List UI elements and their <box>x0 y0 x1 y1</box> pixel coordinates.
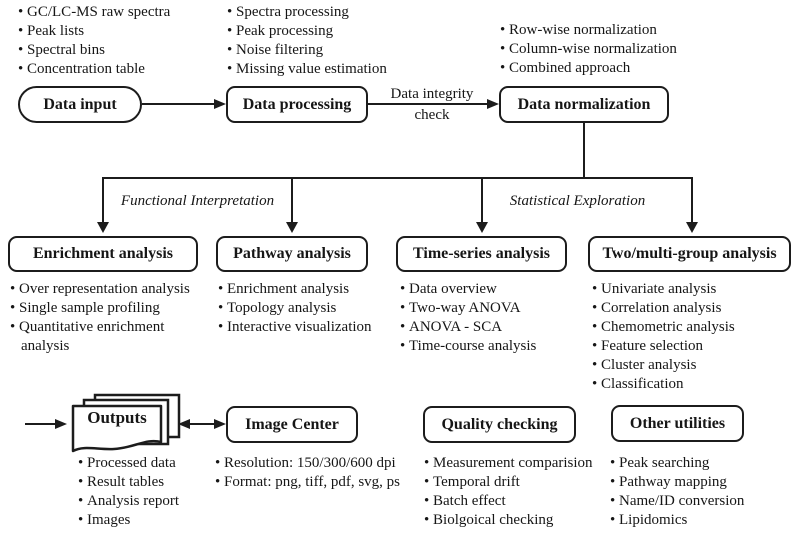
data-normalization-feature-list: Row-wise normalization Column-wise norma… <box>500 21 715 78</box>
node-label: Data input <box>43 95 117 113</box>
arrowhead-left-icon <box>178 419 190 429</box>
list-item: Analysis report <box>78 492 228 511</box>
connector-to-multigroup <box>691 177 693 223</box>
time-series-analysis-list: Data overview Two-way ANOVA ANOVA - SCA … <box>400 280 585 356</box>
list-item: Data overview <box>400 280 585 299</box>
list-item: Classification <box>592 375 792 394</box>
list-item: Pathway mapping <box>610 473 790 492</box>
list-item: Measurement comparision <box>424 454 624 473</box>
node-label: Time-series analysis <box>412 245 551 262</box>
list-item: ANOVA - SCA <box>400 318 585 337</box>
node-label: Other utilities <box>629 414 726 432</box>
list-item: Enrichment analysis <box>218 280 403 299</box>
node-outputs-label: Outputs <box>87 408 147 427</box>
edge-label-data-integrity: Data integrity <box>381 85 483 103</box>
list-item: Over representation analysis <box>10 280 210 299</box>
node-quality-checking: Quality checking <box>423 406 576 443</box>
node-other-utilities: Other utilities <box>611 405 744 442</box>
list-item: Column-wise normalization <box>500 40 715 59</box>
list-item: Combined approach <box>500 59 715 78</box>
data-input-feature-list: GC/LC-MS raw spectra Peak lists Spectral… <box>18 3 213 79</box>
branch-label-functional-interpretation: Functional Interpretation <box>120 193 275 209</box>
arrow-outputs-image-center <box>188 423 216 425</box>
list-item: Spectra processing <box>227 3 437 22</box>
list-item: Noise filtering <box>227 41 437 60</box>
arrowhead-down-icon <box>686 222 698 233</box>
node-label: Image Center <box>245 415 339 433</box>
list-item: Single sample profiling <box>10 299 210 318</box>
list-item: Row-wise normalization <box>500 21 715 40</box>
connector-branch-bar <box>102 177 693 179</box>
node-multi-group-analysis: Two/multi-group analysis <box>588 236 791 272</box>
multi-group-analysis-list: Univariate analysis Correlation analysis… <box>592 280 792 394</box>
list-item: Cluster analysis <box>592 356 792 375</box>
outputs-list: Processed data Result tables Analysis re… <box>78 454 228 530</box>
list-item: Concentration table <box>18 60 213 79</box>
node-data-input: Data input <box>18 86 142 123</box>
quality-checking-list: Measurement comparision Temporal drift B… <box>424 454 624 530</box>
branch-label-statistical-exploration: Statistical Exploration <box>509 193 646 209</box>
list-item: Lipidomics <box>610 511 790 530</box>
list-item: Missing value estimation <box>227 60 437 79</box>
enrichment-analysis-list: Over representation analysis Single samp… <box>10 280 210 356</box>
image-center-list: Resolution: 150/300/600 dpi Format: png,… <box>215 454 430 492</box>
list-item: Peak searching <box>610 454 790 473</box>
data-processing-feature-list: Spectra processing Peak processing Noise… <box>227 3 437 79</box>
list-item: Topology analysis <box>218 299 403 318</box>
pathway-analysis-list: Enrichment analysis Topology analysis In… <box>218 280 403 337</box>
edge-label-check: check <box>381 106 483 124</box>
arrow-processing-to-normalization <box>368 103 489 105</box>
list-item: Interactive visualization <box>218 318 403 337</box>
list-item: GC/LC-MS raw spectra <box>18 3 213 22</box>
node-pathway-analysis: Pathway analysis <box>216 236 368 272</box>
list-item: Batch effect <box>424 492 624 511</box>
connector-to-timeseries <box>481 177 483 223</box>
node-label: Enrichment analysis <box>32 245 173 262</box>
node-label: Quality checking <box>441 415 558 433</box>
arrowhead-right-icon <box>214 99 226 109</box>
list-item: Result tables <box>78 473 228 492</box>
outputs-pages-icon <box>70 393 184 457</box>
list-item: Peak lists <box>18 22 213 41</box>
list-item: Time-course analysis <box>400 337 585 356</box>
arrowhead-right-icon <box>487 99 499 109</box>
node-data-normalization: Data normalization <box>499 86 669 123</box>
node-image-center: Image Center <box>226 406 358 443</box>
node-enrichment-analysis: Enrichment analysis <box>8 236 198 272</box>
node-label: Data normalization <box>517 95 651 113</box>
node-time-series-analysis: Time-series analysis <box>396 236 567 272</box>
node-label: Pathway analysis <box>233 245 351 262</box>
list-item: Processed data <box>78 454 228 473</box>
list-item: Images <box>78 511 228 530</box>
connector-normalization-stem <box>583 123 585 178</box>
list-item: Quantitative enrichment analysis <box>10 318 210 356</box>
list-item: Resolution: 150/300/600 dpi <box>215 454 430 473</box>
connector-to-pathway <box>291 177 293 223</box>
arrow-input-to-processing <box>142 103 216 105</box>
node-label: Data processing <box>242 95 352 113</box>
arrowhead-down-icon <box>286 222 298 233</box>
list-item: Chemometric analysis <box>592 318 792 337</box>
arrowhead-right-icon <box>55 419 67 429</box>
list-item: Univariate analysis <box>592 280 792 299</box>
list-item: Name/ID conversion <box>610 492 790 511</box>
other-utilities-list: Peak searching Pathway mapping Name/ID c… <box>610 454 790 530</box>
node-label: Two/multi-group analysis <box>602 245 777 262</box>
arrowhead-down-icon <box>476 222 488 233</box>
list-item: Spectral bins <box>18 41 213 60</box>
arrowhead-down-icon <box>97 222 109 233</box>
list-item: Correlation analysis <box>592 299 792 318</box>
arrowhead-right-icon <box>214 419 226 429</box>
list-item: Temporal drift <box>424 473 624 492</box>
list-item: Peak processing <box>227 22 437 41</box>
list-item: Two-way ANOVA <box>400 299 585 318</box>
list-item: Biolgoical checking <box>424 511 624 530</box>
connector-to-enrichment <box>102 177 104 223</box>
list-item: Format: png, tiff, pdf, svg, ps <box>215 473 430 492</box>
node-data-processing: Data processing <box>226 86 368 123</box>
list-item: Feature selection <box>592 337 792 356</box>
arrow-into-outputs <box>25 423 57 425</box>
